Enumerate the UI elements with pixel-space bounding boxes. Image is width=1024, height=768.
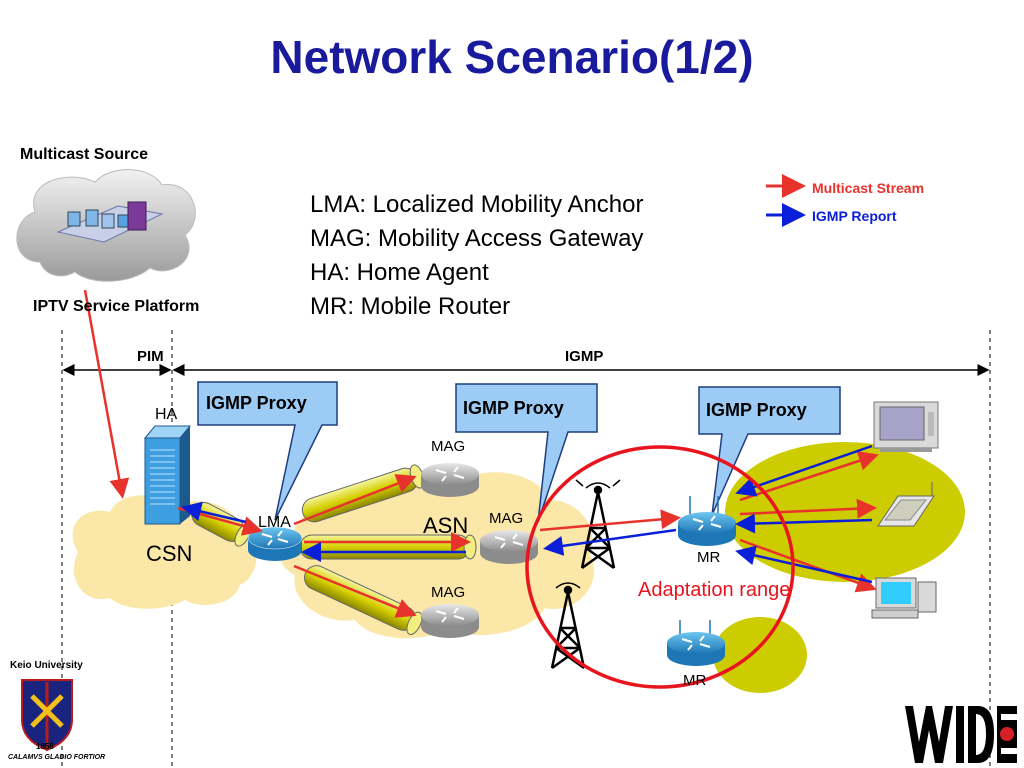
keio-motto: CALAMVS GLADIO FORTIOR xyxy=(8,754,106,761)
mag-bot-label: MAG xyxy=(431,584,466,601)
adaptation-range-label: Adaptation range xyxy=(638,579,791,601)
callout-lma xyxy=(197,381,338,521)
mr-main-router-icon xyxy=(678,496,736,546)
igmp-span-label: IGMP xyxy=(565,348,604,365)
mag-top-label: MAG xyxy=(431,438,466,455)
pda-icon xyxy=(877,482,935,527)
callout-mr-label: IGMP Proxy xyxy=(706,400,807,420)
adaptation-range-circle xyxy=(525,445,795,689)
callout-mag xyxy=(455,383,598,523)
page-title: Network Scenario(1/2) xyxy=(270,31,754,83)
igmp-report-paths xyxy=(181,444,873,584)
callout-lma-label: IGMP Proxy xyxy=(206,393,307,413)
multicast-source-cloud xyxy=(16,169,196,282)
ha-server-icon xyxy=(143,425,192,525)
lma-label: LMA xyxy=(258,514,291,531)
definition-lma: LMA: Localized Mobility Anchor xyxy=(310,191,644,218)
mag-bot-router-icon xyxy=(421,604,479,638)
iptv-service-platform-label: IPTV Service Platform xyxy=(33,298,200,315)
csn-label: CSN xyxy=(146,541,193,566)
mag-top-router-icon xyxy=(421,463,479,497)
definitions-list: LMA: Localized Mobility Anchor MAG: Mobi… xyxy=(310,188,644,324)
antenna-tower-top-icon xyxy=(575,479,621,570)
definition-ha: HA: Home Agent xyxy=(310,259,489,286)
mr-main-label: MR xyxy=(697,549,721,566)
definition-mr: MR: Mobile Router xyxy=(310,293,511,320)
mag-mid-label: MAG xyxy=(489,510,524,527)
keio-year: 1858 xyxy=(36,742,54,751)
tv-icon xyxy=(873,401,939,452)
legend-igmp-label: IGMP Report xyxy=(812,208,897,224)
mr-second-label: MR xyxy=(683,672,707,689)
asn-label: ASN xyxy=(423,513,469,538)
multicast-source-label: Multicast Source xyxy=(20,146,149,163)
lma-router-icon xyxy=(247,526,303,561)
mag-mid-router-icon xyxy=(480,530,538,564)
callout-mag-label: IGMP Proxy xyxy=(463,398,564,418)
keio-university-name: Keio University xyxy=(10,660,83,671)
definition-mag: MAG: Mobility Access Gateway xyxy=(310,225,644,252)
pc-icon xyxy=(871,577,937,619)
mr-second-cloud xyxy=(713,617,807,693)
wide-logo xyxy=(905,706,1017,763)
legend-multicast-label: Multicast Stream xyxy=(812,180,925,196)
mr-second-router-icon xyxy=(667,620,725,666)
keio-university-logo xyxy=(21,679,73,752)
callout-mr xyxy=(698,386,841,516)
ha-label: HA xyxy=(155,406,178,423)
pim-span-label: PIM xyxy=(137,348,164,365)
